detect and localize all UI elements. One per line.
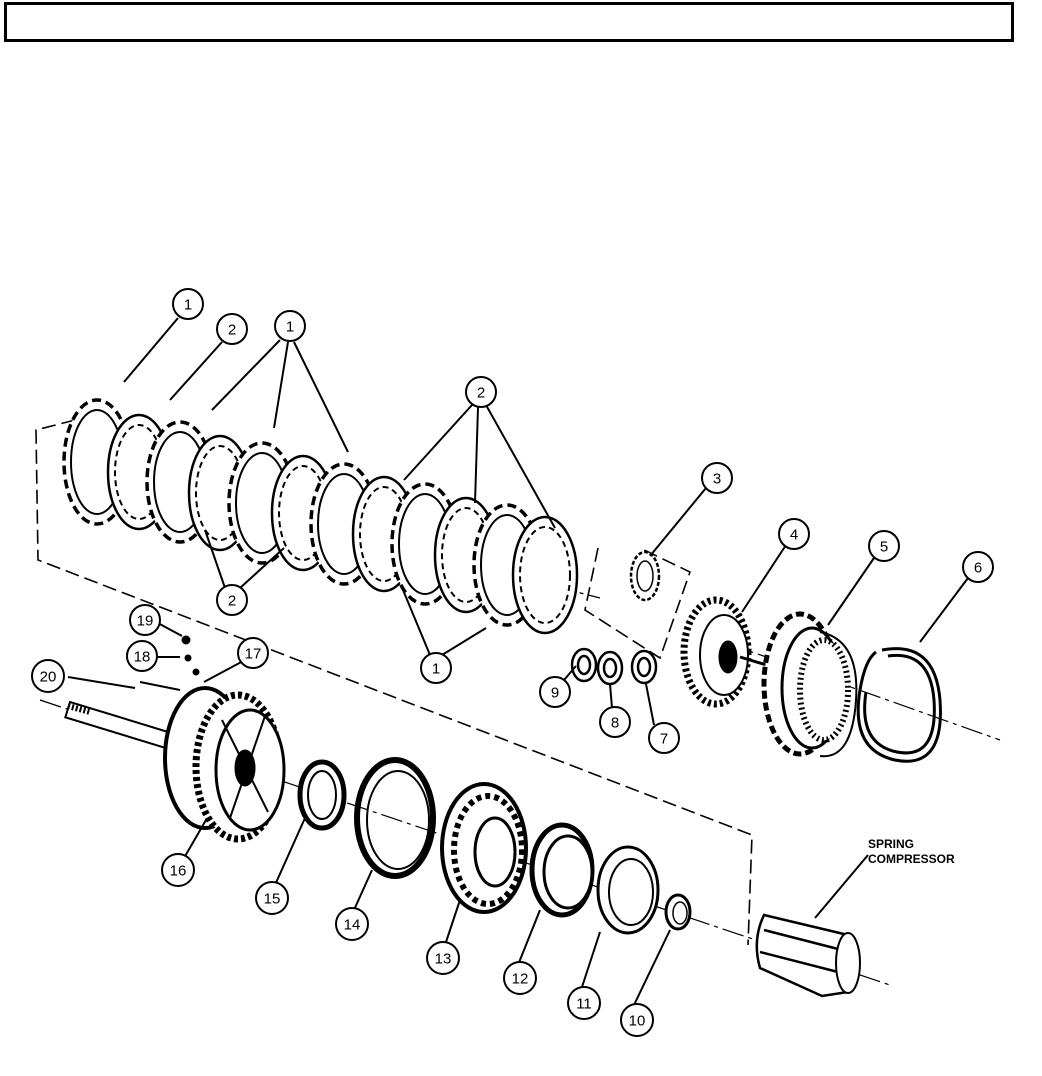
callout-8: 8: [611, 715, 619, 732]
part-4-gear: [680, 596, 771, 708]
callout-circles: [31, 288, 994, 1037]
callout-labels: 1 2 1 2 2 1 3 4 5 6 7 8 9 10 11 12 13 14…: [40, 297, 983, 1030]
callout-1b: 1: [286, 319, 294, 336]
part-3-bearing: [629, 550, 661, 602]
callout-17: 17: [245, 646, 262, 663]
callout-5: 5: [880, 539, 888, 556]
callout-13: 13: [435, 951, 452, 968]
part-12-piston: [529, 822, 595, 918]
callout-16: 16: [170, 863, 187, 880]
part-13-bearing: [440, 782, 528, 914]
spring-compressor-tool: [755, 913, 861, 998]
callout-20: 20: [40, 669, 57, 686]
callout-19: 19: [137, 613, 154, 630]
callout-14: 14: [344, 917, 361, 934]
clutch-plate-12: [511, 515, 579, 635]
leader-arrows: [67, 317, 969, 1006]
part-5-drum: [761, 611, 858, 758]
callout-15: 15: [264, 891, 281, 908]
part-14-seal: [354, 757, 436, 879]
callout-1c: 1: [432, 661, 440, 678]
callout-12: 12: [512, 971, 529, 988]
part-6-snap-ring: [856, 647, 942, 763]
header-box: [4, 2, 1014, 42]
tool-label-line2: COMPRESSOR: [868, 852, 955, 866]
thrust-washers: [570, 647, 658, 686]
callout-10: 10: [629, 1013, 646, 1030]
tool-label-line1: SPRING: [868, 837, 914, 851]
callout-18: 18: [134, 649, 151, 666]
callout-1a: 1: [184, 297, 192, 314]
callout-2b: 2: [228, 593, 236, 610]
part-16-housing: [64, 686, 286, 843]
part-11-ring: [596, 845, 660, 935]
callout-4: 4: [790, 527, 798, 544]
callout-6: 6: [974, 560, 982, 577]
callout-2a: 2: [228, 322, 236, 339]
part-10-snap-ring: [664, 893, 692, 931]
callout-11: 11: [576, 996, 592, 1013]
callout-3: 3: [713, 471, 721, 488]
callout-7: 7: [660, 731, 668, 748]
clutch-plates: [62, 398, 579, 635]
callout-9: 9: [551, 685, 559, 702]
part-15-ring: [297, 759, 347, 831]
dashed-boundary: [35, 419, 753, 946]
callout-2c: 2: [477, 385, 485, 402]
small-fasteners: [139, 635, 200, 691]
